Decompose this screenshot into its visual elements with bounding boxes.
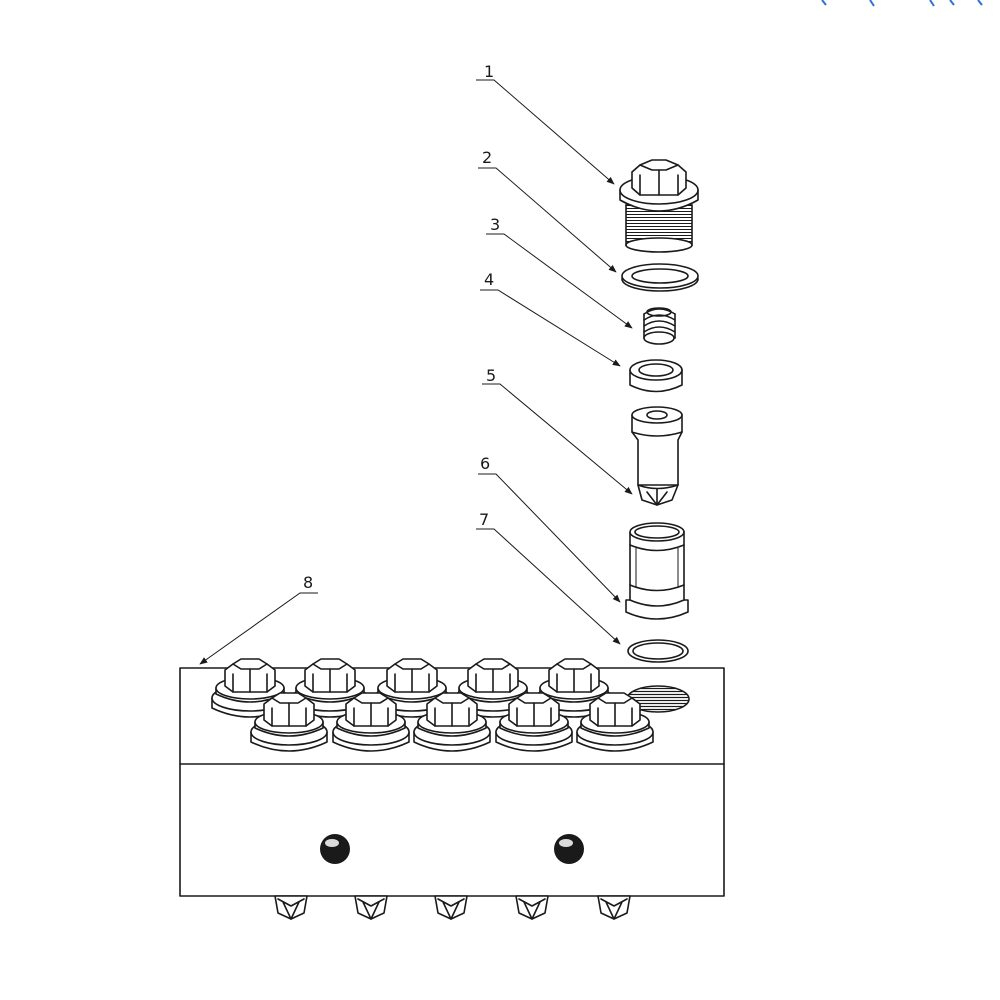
- callout-number-8: 8: [303, 573, 313, 592]
- callout-4: 4: [480, 270, 621, 367]
- outlet-nozzle-4: [515, 895, 549, 920]
- callout-3: 3: [486, 215, 633, 329]
- callout-number-7: 7: [479, 510, 489, 529]
- block-plug-front-3: [413, 692, 491, 752]
- edge-marks: [821, 0, 983, 7]
- side-port-2: [554, 834, 584, 864]
- side-port-1: [320, 834, 350, 864]
- part-3-spring: [643, 307, 676, 345]
- block-plug-front-1: [250, 692, 328, 752]
- callout-2: 2: [478, 148, 617, 273]
- callout-6: 6: [478, 454, 621, 603]
- callout-leaders: 1 2 3 4 5 6 7 8: [199, 62, 633, 665]
- outlet-nozzle-3: [434, 895, 468, 920]
- callout-number-4: 4: [484, 270, 494, 289]
- part-2-gasket: [621, 263, 699, 292]
- callout-number-3: 3: [490, 215, 500, 234]
- part-4-retainer: [629, 359, 683, 393]
- block-plug-front-2: [332, 692, 410, 752]
- outlet-nozzle-1: [274, 895, 308, 920]
- block-plug-front-5: [576, 692, 654, 752]
- callout-number-5: 5: [486, 366, 496, 385]
- callout-1: 1: [476, 62, 615, 185]
- part-5-nozzle: [631, 406, 683, 506]
- callout-7: 7: [476, 510, 621, 645]
- part-7-o-ring: [627, 639, 689, 663]
- callout-number-1: 1: [484, 62, 494, 81]
- outlet-nozzle-5: [597, 895, 631, 920]
- block-plug-front-4: [495, 692, 573, 752]
- callout-number-6: 6: [480, 454, 490, 473]
- callout-8: 8: [199, 573, 318, 665]
- outlet-nozzle-2: [354, 895, 388, 920]
- part-6-sleeve: [625, 522, 689, 620]
- callout-number-2: 2: [482, 148, 492, 167]
- part-8-manifold-block: [179, 658, 725, 920]
- part-1-plug-bolt: [619, 159, 699, 253]
- callout-5: 5: [482, 366, 633, 495]
